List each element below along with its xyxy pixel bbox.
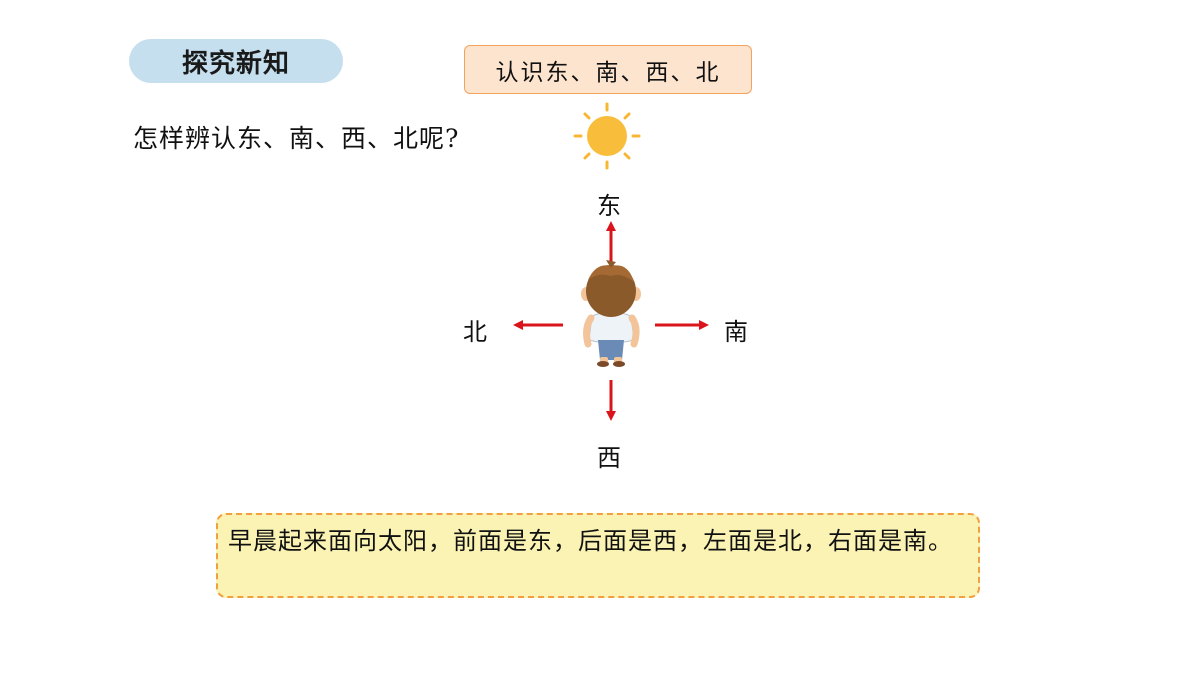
topic-title: 认识东、南、西、北: [464, 45, 752, 94]
direction-front-label: 东: [597, 192, 621, 220]
direction-back-label: 西: [597, 444, 621, 472]
direction-right-label: 南: [724, 318, 748, 346]
section-tag: 探究新知: [129, 39, 343, 83]
boy-figure: [581, 260, 641, 367]
question-text: 怎样辨认东、南、西、北呢?: [133, 124, 460, 153]
explanation-text: 早晨起来面向太阳，前面是东，后面是西，左面是北，右面是南。: [228, 527, 953, 555]
sun-icon: [573, 102, 641, 170]
explanation-box: 早晨起来面向太阳，前面是东，后面是西，左面是北，右面是南。: [216, 513, 980, 598]
direction-left-label: 北: [463, 318, 487, 346]
